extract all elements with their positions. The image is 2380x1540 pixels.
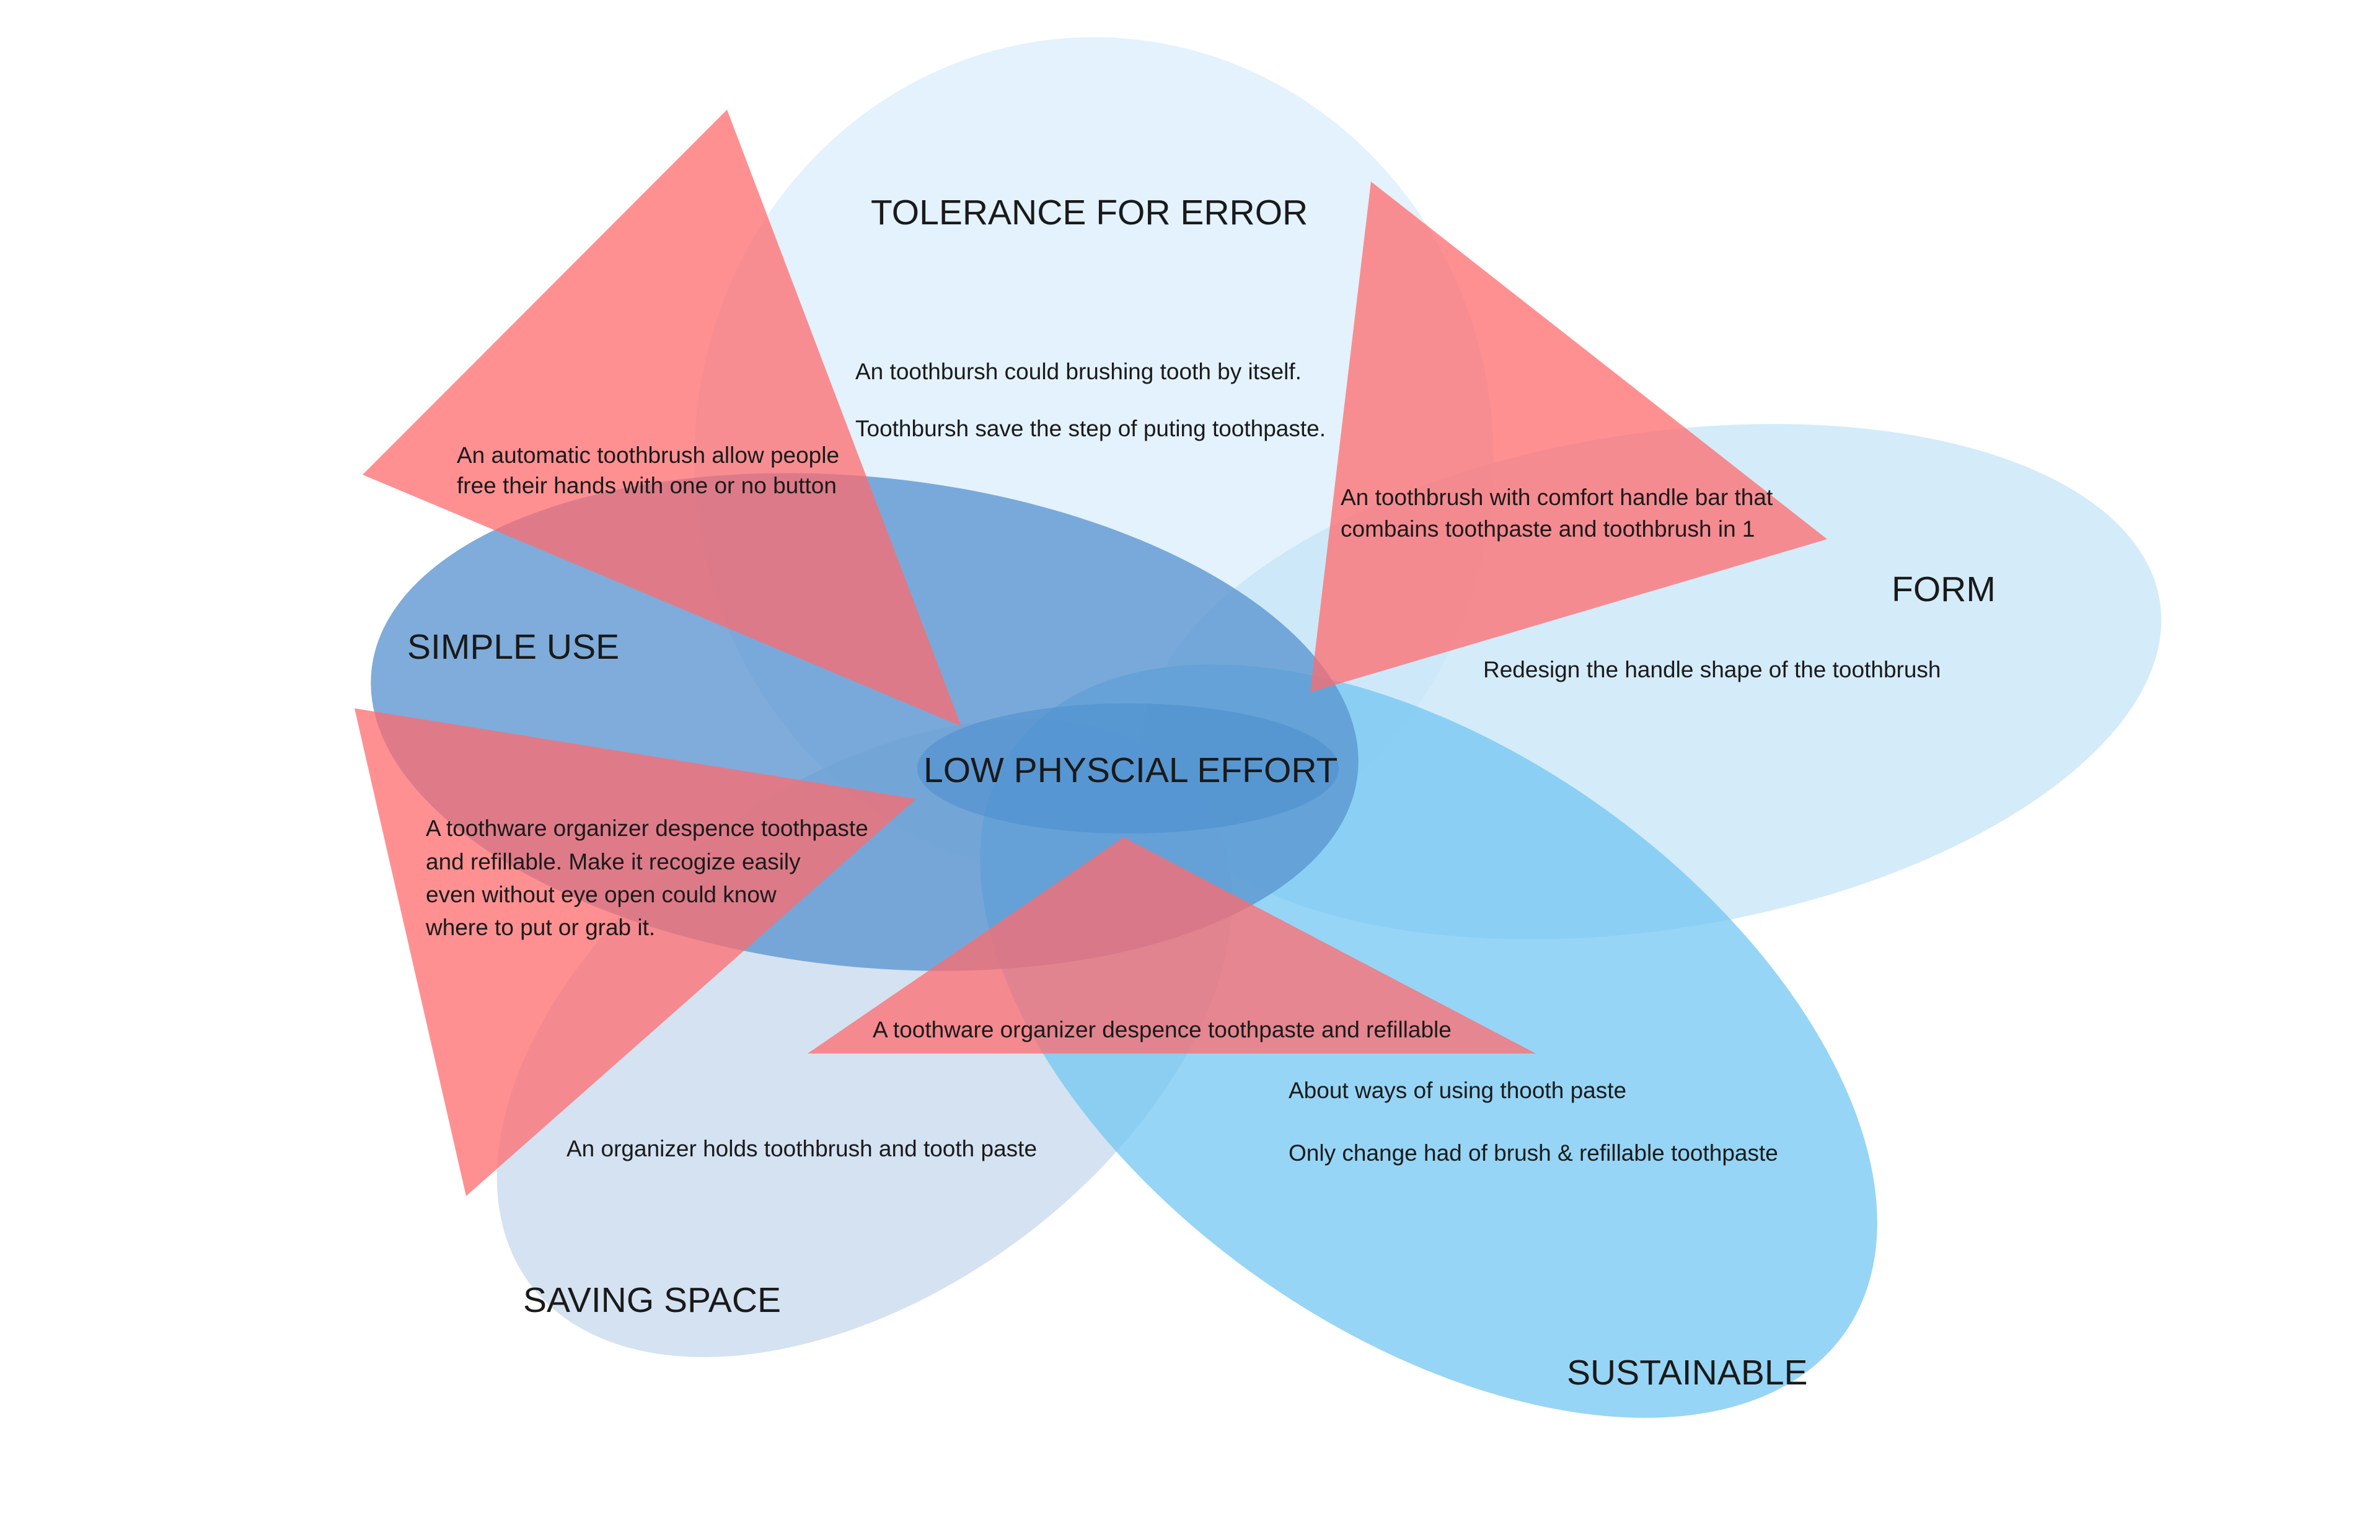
- dispenser-note: A toothware organizer despence toothpast…: [873, 1017, 1452, 1042]
- automatic-toothbrush-note-1: An automatic toothbrush allow people: [457, 442, 839, 468]
- comfort-handle-triangle: [1310, 182, 1827, 692]
- saving-space-title: SAVING SPACE: [523, 1280, 781, 1320]
- comfort-handle-note-2: combains toothpaste and toothbrush in 1: [1341, 516, 1755, 542]
- tolerance-note-1: An toothbursh could brushing tooth by it…: [855, 359, 1302, 384]
- organizer-note-2: and refillable. Make it recogize easily: [426, 849, 801, 874]
- form-note: Redesign the handle shape of the toothbr…: [1483, 657, 1941, 682]
- low-physical-effort-ellipse: [917, 703, 1339, 834]
- automatic-toothbrush-note-2: free their hands with one or no button: [457, 473, 837, 498]
- sustainable-title: SUSTAINABLE: [1567, 1353, 1808, 1393]
- dispenser-triangle: [808, 837, 1536, 1054]
- organizer-note-3: even without eye open could know: [426, 882, 777, 907]
- organizer-note-4: where to put or grab it.: [425, 915, 655, 940]
- tolerance-note-2: Toothbursh save the step of puting tooth…: [855, 416, 1326, 441]
- automatic-toothbrush-triangle: [363, 110, 961, 726]
- form-title: FORM: [1892, 570, 1996, 609]
- comfort-handle-note-1: An toothbrush with comfort handle bar th…: [1341, 485, 1773, 510]
- saving-space-note: An organizer holds toothbrush and tooth …: [566, 1136, 1037, 1161]
- simple-use-title: SIMPLE USE: [407, 627, 619, 667]
- sustainable-note-1: About ways of using thooth paste: [1289, 1078, 1626, 1103]
- organizer-triangle: [355, 708, 916, 1196]
- organizer-note-1: A toothware organizer despence toothpast…: [426, 816, 868, 841]
- tolerance-for-error-title: TOLERANCE FOR ERROR: [871, 193, 1308, 232]
- sustainable-note-2: Only change had of brush & refillable to…: [1289, 1140, 1778, 1166]
- low-physical-effort-title: LOW PHYSCIAL EFFORT: [923, 750, 1338, 790]
